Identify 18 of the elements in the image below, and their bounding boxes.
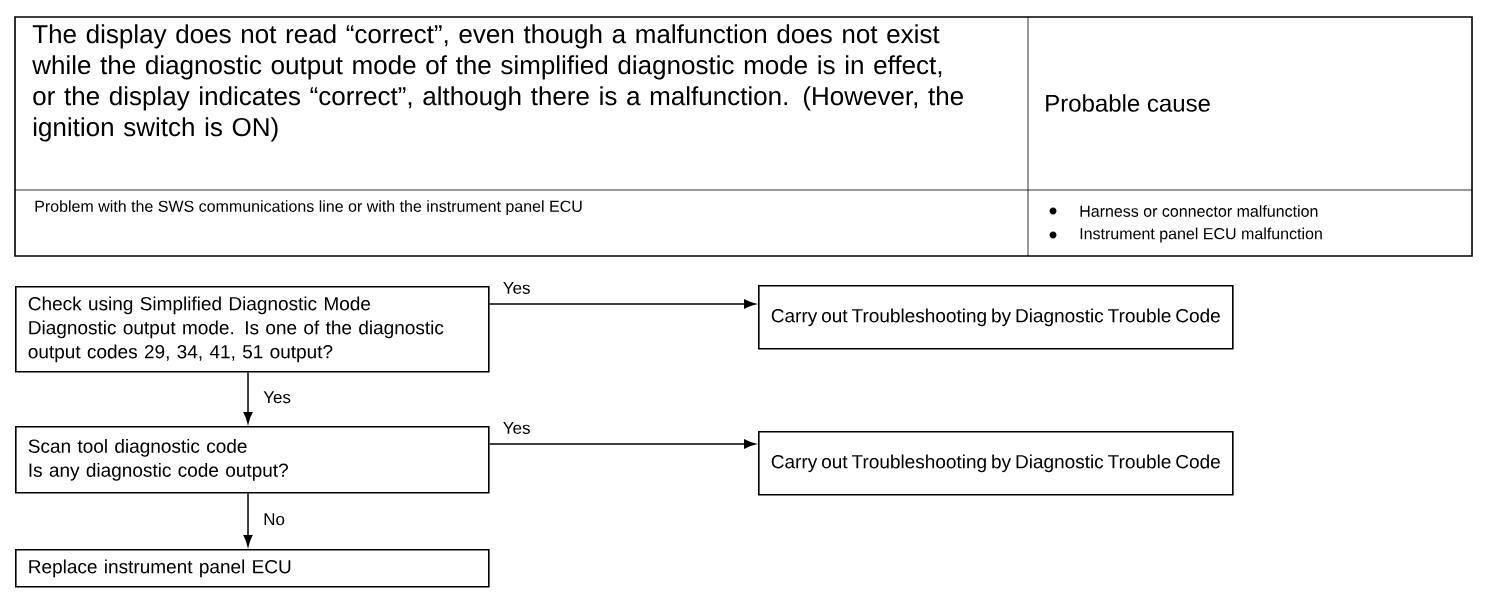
edge-label: No <box>262 512 286 527</box>
table-header: The display does not read “correct”, even though a malfunction does not exist while the diagnostic output mode of the simplified diagnostic mode is in effect, or the display indicates “correct”, although there is a malfunction. (However, the ignition switch is ON) <box>32 24 963 142</box>
table-cell: Problem with the SWS communications line or with the instrument panel ECU <box>35 200 582 216</box>
arrow <box>488 439 756 449</box>
edge-label: Yes <box>501 281 532 295</box>
edge-label: Yes <box>262 390 292 405</box>
process-box: Carry out Troubleshooting by Diagnostic Trouble Code <box>758 285 1234 350</box>
bullet-item: Harness or connector malfunction <box>1049 205 1318 217</box>
arrow <box>243 371 253 424</box>
table-header: Probable cause <box>1046 94 1210 112</box>
process-box: Check using Simplified Diagnostic Mode Diagnostic output mode. Is one of the diagnostic output codes 29, 34, 41, 51 output? <box>15 286 490 373</box>
arrow <box>488 299 756 309</box>
bullet-item: Instrument panel ECU malfunction <box>1049 227 1322 243</box>
process-box: Replace instrument panel ECU <box>15 549 490 588</box>
edge-label: Yes <box>501 421 532 435</box>
process-box: Scan tool diagnostic code Is any diagnostic code output? <box>15 426 490 494</box>
arrow <box>243 492 253 547</box>
process-box: Carry out Troubleshooting by Diagnostic Trouble Code <box>758 431 1234 496</box>
